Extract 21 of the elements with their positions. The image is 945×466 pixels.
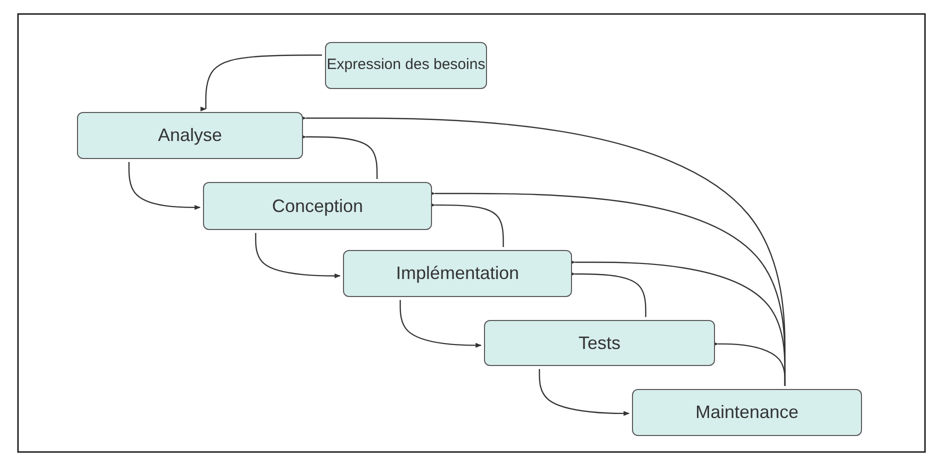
- process-box: [203, 182, 432, 230]
- box-label: Maintenance: [695, 401, 799, 424]
- box-label: Expression des besoins: [326, 56, 486, 75]
- process-box: [484, 320, 715, 366]
- box-label: Tests: [578, 332, 620, 354]
- box-label: Implémentation: [396, 262, 520, 285]
- arrow: [717, 342, 786, 387]
- process-box: [77, 112, 303, 159]
- arrow: [434, 202, 504, 248]
- arrow: [128, 161, 201, 210]
- box-label: Conception: [272, 194, 364, 218]
- arrow: [574, 272, 646, 318]
- arrow: [305, 134, 378, 180]
- box-label: Analyse: [158, 124, 222, 147]
- process-box: [632, 389, 862, 436]
- process-box: [325, 42, 487, 89]
- arrow: [255, 232, 341, 278]
- arrow: [203, 54, 323, 110]
- arrow: [538, 368, 630, 416]
- process-box: [343, 250, 572, 297]
- arrow: [400, 299, 482, 348]
